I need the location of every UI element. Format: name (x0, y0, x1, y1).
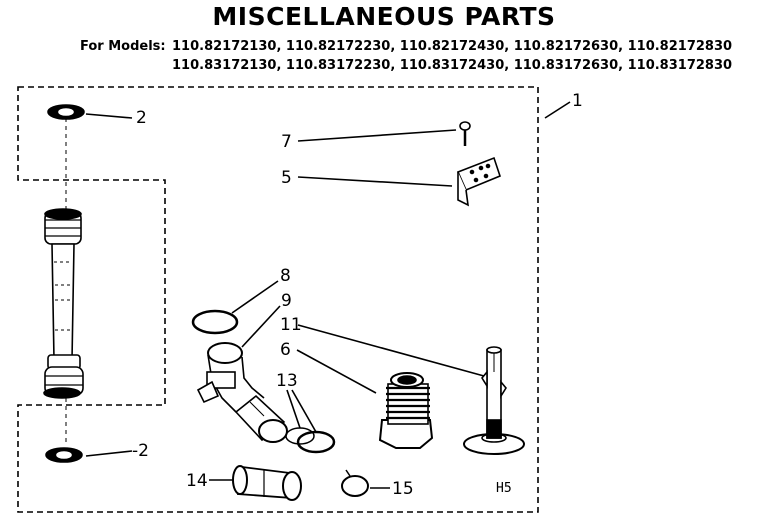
model-line-1: For Models: 110.82172130, 110.82172230, 1… (80, 37, 732, 56)
screw (459, 121, 471, 146)
callout-11: 11 (280, 315, 302, 335)
coupling-tube (232, 465, 302, 501)
clamp-ring-13 (285, 427, 336, 454)
models-prefix: For Models: (80, 39, 166, 54)
leader-9 (241, 305, 281, 348)
callout-14: 14 (186, 471, 208, 491)
callout-2-bottom: -2 (132, 441, 149, 461)
page-title: MISCELLANEOUS PARTS (212, 2, 556, 31)
model-list: For Models: 110.82172130, 110.82172230, 1… (80, 37, 732, 75)
callout-1: 1 (572, 91, 583, 111)
washer-top (47, 104, 85, 120)
leader-13b (291, 389, 317, 433)
callout-2-top: 2 (136, 108, 147, 128)
callout-15: 15 (392, 479, 414, 499)
spring-coupling (378, 372, 434, 449)
leader-5 (297, 176, 453, 187)
drain-hose-elbow (196, 342, 288, 443)
callout-9: 9 (281, 291, 292, 311)
callout-13: 13 (276, 371, 298, 391)
inlet-stem (463, 346, 525, 455)
callout-7: 7 (281, 132, 292, 152)
fill-hose (43, 208, 84, 399)
kit-boundary (17, 86, 539, 513)
callout-8: 8 (280, 266, 291, 286)
leader-2-bottom (85, 450, 133, 457)
callout-5: 5 (281, 168, 292, 188)
clamp-15 (341, 469, 369, 497)
leader-2-top (85, 113, 133, 119)
leader-13a (286, 389, 301, 429)
models-line1: 110.82172130, 110.82172230, 110.82172430… (172, 39, 733, 54)
washer-bottom (45, 447, 83, 463)
leader-11 (297, 324, 485, 377)
leader-8 (231, 280, 279, 314)
clamp-ring-8 (191, 309, 239, 335)
callout-6: 6 (280, 340, 291, 360)
bracket (456, 156, 501, 207)
leader-1 (544, 101, 571, 119)
diagram-code: H5 (496, 481, 512, 496)
leader-7 (297, 129, 457, 142)
models-line2: 110.83172130, 110.83172230, 110.83172430… (172, 58, 733, 73)
leader-6 (296, 349, 377, 394)
